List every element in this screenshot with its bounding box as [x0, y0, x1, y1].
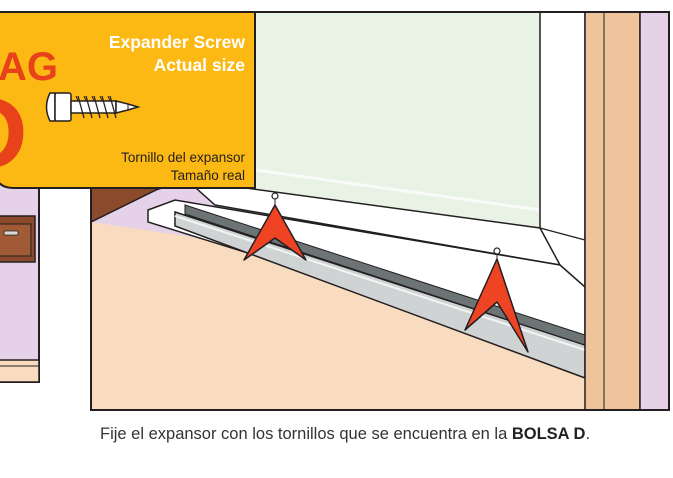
screw-icon [45, 92, 141, 122]
callout-subtitle-line1: Tornillo del expansor [121, 150, 245, 165]
callout-subtitle-line2: Tamaño real [171, 168, 245, 183]
caption-prefix: Fije el expansor con los tornillos que s… [100, 425, 512, 443]
callout-title-line1: Expander Screw [109, 32, 246, 52]
bag-label-fragment: AG [0, 45, 58, 89]
bag-letter-fragment: D [0, 76, 28, 190]
screw-callout: AG D Expander Screw Actual size Tornillo… [0, 11, 256, 190]
caption-suffix: . [585, 425, 591, 443]
arrowhead-marker-icon [464, 247, 529, 353]
caption-bag-label: BOLSA D [511, 425, 586, 443]
instruction-caption: Fije el expansor con los tornillos que s… [100, 425, 660, 444]
callout-title-line2: Actual size [154, 55, 246, 75]
arrowhead-marker-icon [243, 192, 307, 261]
